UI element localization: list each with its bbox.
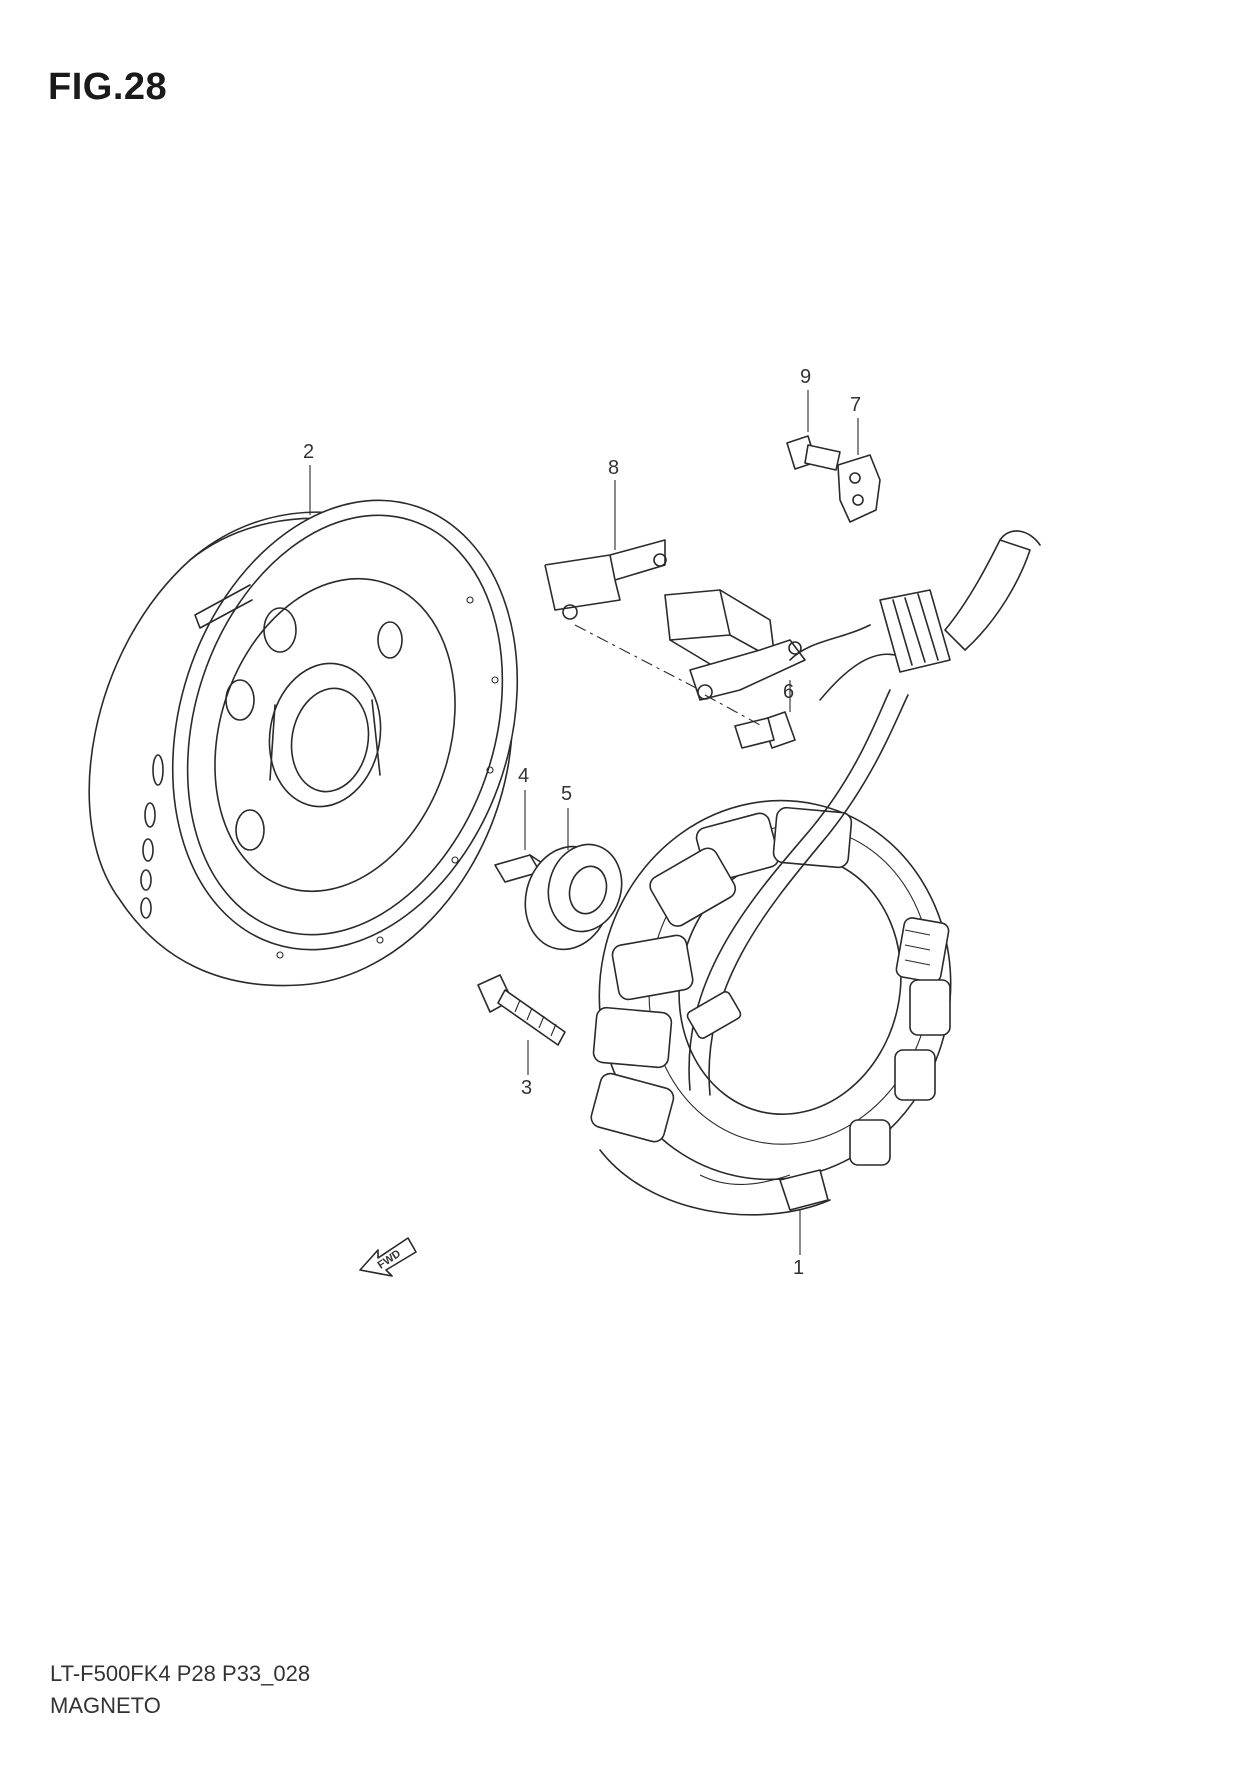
callout-number-3: 3: [521, 1077, 532, 1099]
assembly-dash-line-8: [574, 624, 701, 691]
figure-title: FIG.28: [48, 66, 168, 108]
callout-number-2: 2: [303, 441, 314, 463]
callout-number-4: 4: [518, 765, 529, 787]
section-name-label: MAGNETO: [50, 1693, 161, 1718]
stator-part: [590, 689, 952, 1216]
wire-clamp-part: [837, 454, 881, 523]
callout-number-6: 6: [783, 681, 794, 703]
harness-connector-part: [789, 530, 1041, 701]
callout-number-7: 7: [850, 394, 861, 416]
callout-number-5: 5: [561, 783, 572, 805]
callout-number-1: 1: [793, 1257, 804, 1279]
pickup-bracket-part: [544, 539, 806, 701]
clamp-bolt-part: [786, 435, 841, 471]
bracket-screw-part: [734, 711, 796, 749]
rotor-bolt-part: [477, 974, 566, 1046]
callout-number-8: 8: [608, 457, 619, 479]
callout-number-9: 9: [800, 366, 811, 388]
assembly-dash-line-6: [704, 694, 761, 726]
flywheel-rotor-part: [88, 499, 519, 987]
forward-direction-badge: [359, 1237, 417, 1277]
washer-part: [524, 843, 623, 951]
model-code-label: LT-F500FK4 P28 P33_028: [50, 1661, 311, 1686]
